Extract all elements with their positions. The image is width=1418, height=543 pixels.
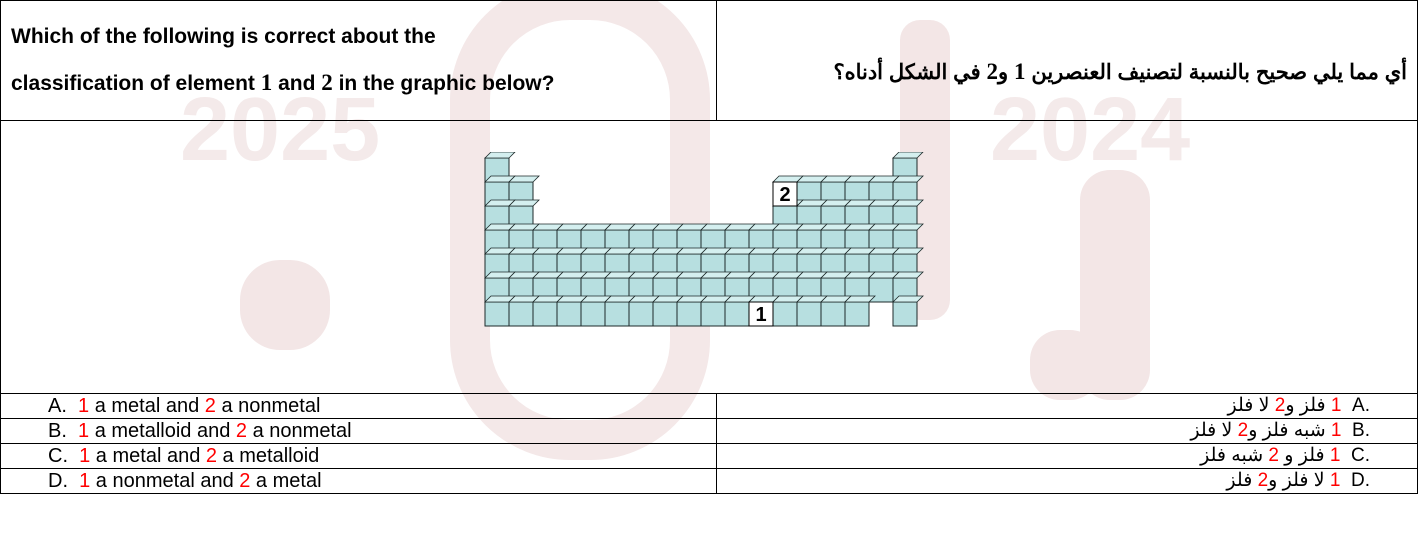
element-1-marker: 1 bbox=[749, 302, 773, 326]
option-b-en-num1: 1 bbox=[78, 420, 89, 442]
element-2-label: 2 bbox=[779, 184, 790, 206]
question-row: Which of the following is correct about … bbox=[1, 1, 1418, 121]
question-en-and: and bbox=[272, 72, 321, 95]
option-c-ar-mid: فلز و bbox=[1279, 445, 1330, 466]
option-d-english[interactable]: D. 1 a nonmetal and 2 a metal bbox=[1, 469, 717, 494]
question-english: Which of the following is correct about … bbox=[1, 1, 717, 121]
option-d-arabic[interactable]: D. 1 لا فلز و2 فلز bbox=[717, 469, 1418, 494]
question-ar-post: في الشكل أدناه؟ bbox=[833, 61, 986, 84]
option-b-en-letter: B. bbox=[48, 420, 67, 442]
option-a-ar-mid: فلز و bbox=[1285, 395, 1331, 416]
periodic-table-figure: 1 2 bbox=[479, 152, 939, 362]
pt-cell bbox=[509, 302, 533, 326]
option-d-ar-letter: D. bbox=[1351, 470, 1370, 491]
pt-cell bbox=[533, 302, 557, 326]
option-d-en-mid: a nonmetal and bbox=[90, 470, 239, 492]
question-en-post: in the graphic below? bbox=[333, 72, 555, 95]
figure-row: 1 2 bbox=[1, 121, 1418, 394]
pt-cell bbox=[653, 302, 677, 326]
pt-cell bbox=[773, 302, 797, 326]
pt-cell bbox=[581, 302, 605, 326]
pt-cell bbox=[677, 302, 701, 326]
option-d-en-end: a metal bbox=[250, 470, 321, 492]
option-c-en-letter: C. bbox=[48, 445, 68, 467]
pt-cell bbox=[485, 302, 509, 326]
pt-cell bbox=[557, 302, 581, 326]
option-b-ar-num1: 1 bbox=[1331, 420, 1342, 441]
element-1-label: 1 bbox=[755, 304, 766, 326]
question-arabic: أي مما يلي صحيح بالنسبة لتصنيف العنصرين … bbox=[717, 1, 1418, 121]
option-b-arabic[interactable]: B. 1 شبه فلز و2 لا فلز bbox=[717, 419, 1418, 444]
option-b-en-num2: 2 bbox=[236, 420, 247, 442]
option-a-ar-end: لا فلز bbox=[1227, 395, 1274, 416]
pt-cell bbox=[701, 302, 725, 326]
option-b-en-mid: a metalloid and bbox=[89, 420, 236, 442]
question-english-line1: Which of the following is correct about … bbox=[11, 14, 716, 60]
option-c-ar-end: شبه فلز bbox=[1200, 445, 1268, 466]
option-c-english[interactable]: C. 1 a metal and 2 a metalloid bbox=[1, 444, 717, 469]
pt-cell-top bbox=[893, 152, 923, 158]
pt-cell bbox=[725, 302, 749, 326]
option-c-ar-letter: C. bbox=[1351, 445, 1370, 466]
question-ar-num2: 2 bbox=[987, 59, 999, 84]
question-english-line2: classification of element 1 and 2 in the… bbox=[11, 60, 716, 107]
question-ar-pre: أي مما يلي صحيح بالنسبة لتصنيف العنصرين bbox=[1026, 61, 1407, 84]
question-ar-num1: 1 bbox=[1014, 59, 1026, 84]
option-a-ar-num1: 1 bbox=[1331, 395, 1342, 416]
question-ar-and: و bbox=[998, 61, 1014, 84]
question-en-pre: classification of element bbox=[11, 72, 261, 95]
option-b-ar-letter: B. bbox=[1352, 420, 1370, 441]
pt-cell-top bbox=[485, 152, 515, 158]
option-a-en-num1: 1 bbox=[78, 395, 89, 417]
figure-cell: 1 2 bbox=[1, 121, 1418, 394]
option-c-ar-num2: 2 bbox=[1268, 445, 1279, 466]
pt-cell bbox=[797, 302, 821, 326]
option-a-en-num2: 2 bbox=[205, 395, 216, 417]
pt-cell bbox=[893, 302, 917, 326]
option-b-ar-mid: شبه فلز و bbox=[1248, 420, 1331, 441]
option-a-english[interactable]: A. 1 a metal and 2 a nonmetal bbox=[1, 394, 717, 419]
option-a-en-mid: a metal and bbox=[89, 395, 205, 417]
question-en-num1: 1 bbox=[261, 70, 273, 95]
option-d-en-num2: 2 bbox=[239, 470, 250, 492]
option-c-en-mid: a metal and bbox=[90, 445, 206, 467]
option-b-en-end: a nonmetal bbox=[247, 420, 352, 442]
option-a-arabic[interactable]: A. 1 فلز و2 لا فلز bbox=[717, 394, 1418, 419]
option-a-en-letter: A. bbox=[48, 395, 67, 417]
pt-cell bbox=[605, 302, 629, 326]
option-d-ar-end: فلز bbox=[1226, 470, 1257, 491]
question-en-num2: 2 bbox=[321, 70, 333, 95]
pt-cell bbox=[821, 302, 845, 326]
option-d-ar-num1: 1 bbox=[1330, 470, 1341, 491]
pt-cell bbox=[629, 302, 653, 326]
option-c-arabic[interactable]: C. 1 فلز و 2 شبه فلز bbox=[717, 444, 1418, 469]
option-a-ar-num2: 2 bbox=[1275, 395, 1286, 416]
option-a-ar-letter: A. bbox=[1352, 395, 1370, 416]
question-table: Which of the following is correct about … bbox=[0, 0, 1418, 494]
option-b-ar-num2: 2 bbox=[1238, 420, 1249, 441]
option-d-en-letter: D. bbox=[48, 470, 68, 492]
option-d-ar-num2: 2 bbox=[1258, 470, 1269, 491]
pt-cell bbox=[845, 302, 869, 326]
option-c-ar-num1: 1 bbox=[1330, 445, 1341, 466]
option-c-en-num1: 1 bbox=[79, 445, 90, 467]
option-b-english[interactable]: B. 1 a metalloid and 2 a nonmetal bbox=[1, 419, 717, 444]
option-a-en-end: a nonmetal bbox=[216, 395, 321, 417]
option-d-ar-mid: لا فلز و bbox=[1268, 470, 1330, 491]
option-c-en-num2: 2 bbox=[206, 445, 217, 467]
option-c-en-end: a metalloid bbox=[217, 445, 319, 467]
element-2-marker: 2 bbox=[773, 182, 797, 206]
option-d-en-num1: 1 bbox=[79, 470, 90, 492]
option-b-ar-end: لا فلز bbox=[1190, 420, 1237, 441]
